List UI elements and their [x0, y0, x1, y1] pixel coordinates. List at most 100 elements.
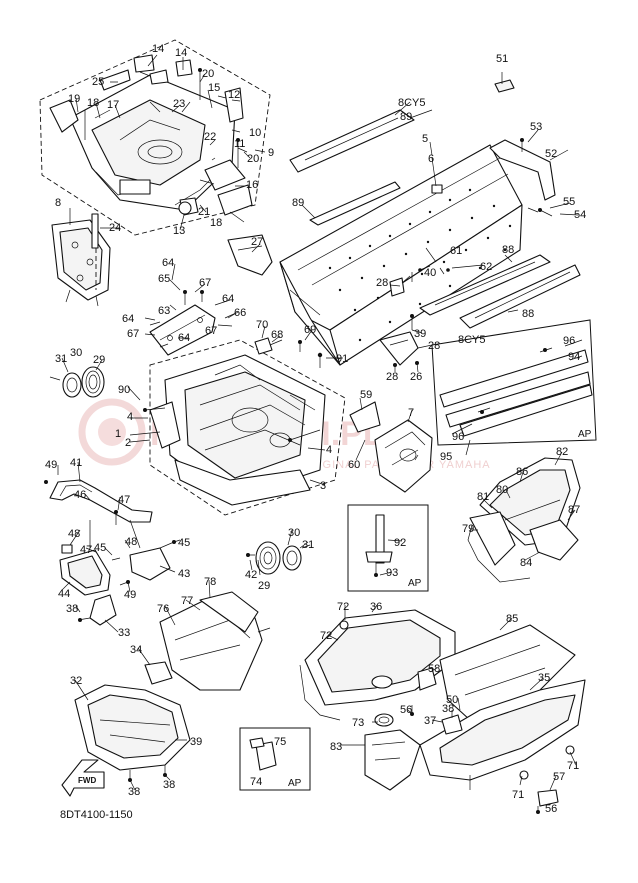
callout-21: 21: [198, 206, 210, 218]
callout-38b: 38: [128, 786, 140, 798]
callout-72b: 72: [320, 630, 332, 642]
callout-59: 59: [360, 389, 372, 401]
callout-62: 62: [480, 261, 492, 273]
callout-45b: 45: [178, 537, 190, 549]
callout-65: 65: [158, 273, 170, 285]
callout-45: 45: [94, 542, 106, 554]
decal-strips: [289, 109, 581, 329]
kit-tags: 8CY5 8CY5 AP AP AP: [288, 97, 592, 789]
callout-77: 77: [181, 595, 193, 607]
callout-4b: 4: [326, 444, 332, 456]
callout-28: 28: [376, 277, 388, 289]
callout-47: 47: [118, 494, 130, 506]
callout-94: 94: [568, 351, 580, 363]
callout-37: 37: [424, 715, 436, 727]
bellows-left: [49, 366, 105, 398]
callout-25: 25: [92, 76, 104, 88]
callout-3: 3: [320, 480, 326, 492]
callout-27: 27: [251, 236, 263, 248]
callout-84: 84: [520, 557, 532, 569]
bumper-group: [44, 479, 176, 626]
tunnel-group: [279, 144, 523, 366]
callout-48: 48: [68, 528, 80, 540]
callout-26: 26: [410, 371, 422, 383]
callout-30b: 30: [288, 527, 300, 539]
callout-6: 6: [428, 153, 434, 165]
callout-49b: 49: [124, 589, 136, 601]
rear-frame-group: [39, 39, 271, 236]
lower-board-group: [410, 624, 586, 814]
callout-29b: 29: [258, 580, 270, 592]
callout-67: 67: [199, 277, 211, 289]
callout-95: 95: [440, 451, 452, 463]
callout-80: 80: [496, 484, 508, 496]
callout-46: 46: [74, 489, 86, 501]
callout-7: 7: [408, 407, 414, 419]
bracket-8-group: [51, 213, 111, 307]
callout-67b: 67: [205, 325, 217, 337]
callout-85: 85: [506, 613, 518, 625]
bracket-52-group: [489, 79, 556, 217]
callout-60: 60: [348, 459, 360, 471]
plate-kit-box: [239, 727, 311, 791]
callout-88b: 88: [522, 308, 534, 320]
ap-tag-rails: AP: [578, 429, 592, 440]
callout-53: 53: [530, 121, 542, 133]
callout-4: 4: [127, 411, 133, 423]
callout-86: 86: [516, 466, 528, 478]
callout-91: 91: [336, 353, 348, 365]
callout-labels: 1 2 3 4 4 5 6 7 8 9 10 11 12 13 14 14 15…: [45, 43, 586, 815]
callout-72: 72: [337, 601, 349, 613]
callout-24: 24: [109, 222, 121, 234]
shield-group: [144, 591, 271, 691]
callout-75: 75: [274, 736, 286, 748]
kit-tag-top: 8CY5: [398, 97, 426, 109]
callout-69: 69: [304, 324, 316, 336]
callout-18b: 18: [210, 217, 222, 229]
callout-30: 30: [70, 347, 82, 359]
callout-87: 87: [568, 504, 580, 516]
callout-32: 32: [70, 675, 82, 687]
callout-22: 22: [204, 131, 216, 143]
callout-92: 92: [394, 537, 406, 549]
callout-31: 31: [55, 353, 67, 365]
callout-55: 55: [563, 196, 575, 208]
callout-64: 64: [162, 257, 174, 269]
callout-41: 41: [70, 457, 82, 469]
callout-39b: 39: [414, 328, 426, 340]
callout-81: 81: [477, 491, 489, 503]
callout-14b: 14: [175, 47, 187, 59]
callout-44: 44: [58, 588, 70, 600]
kit-tag-rails: 8CY5: [458, 334, 486, 346]
callout-42: 42: [245, 569, 257, 581]
callout-89b: 89: [292, 197, 304, 209]
callout-83: 83: [330, 741, 342, 753]
drawing-code: 8DT4100-1150: [60, 809, 133, 821]
callout-51: 51: [496, 53, 508, 65]
callout-43: 43: [178, 568, 190, 580]
callout-64b: 64: [222, 293, 234, 305]
callout-20: 20: [202, 68, 214, 80]
brace-kit-box: [347, 504, 429, 592]
front-skid-group: [74, 684, 191, 782]
callout-78: 78: [204, 576, 216, 588]
callout-89: 89: [400, 111, 412, 123]
rail-kit-box: [431, 319, 597, 446]
callout-56b: 56: [545, 803, 557, 815]
callout-52: 52: [545, 148, 557, 160]
callout-68: 68: [271, 329, 283, 341]
callout-11: 11: [234, 138, 245, 150]
callout-63: 63: [158, 305, 170, 317]
callout-9: 9: [268, 147, 274, 159]
callout-56: 56: [400, 704, 412, 716]
callout-14: 14: [152, 43, 164, 55]
callout-18: 18: [87, 97, 99, 109]
callout-2: 2: [125, 437, 131, 449]
callout-40: 40: [424, 267, 436, 279]
callout-8: 8: [55, 197, 61, 209]
callout-35: 35: [538, 672, 550, 684]
callout-47b: 47: [80, 544, 92, 556]
ap-tag-plate: AP: [288, 778, 302, 789]
callout-58: 58: [428, 663, 440, 675]
